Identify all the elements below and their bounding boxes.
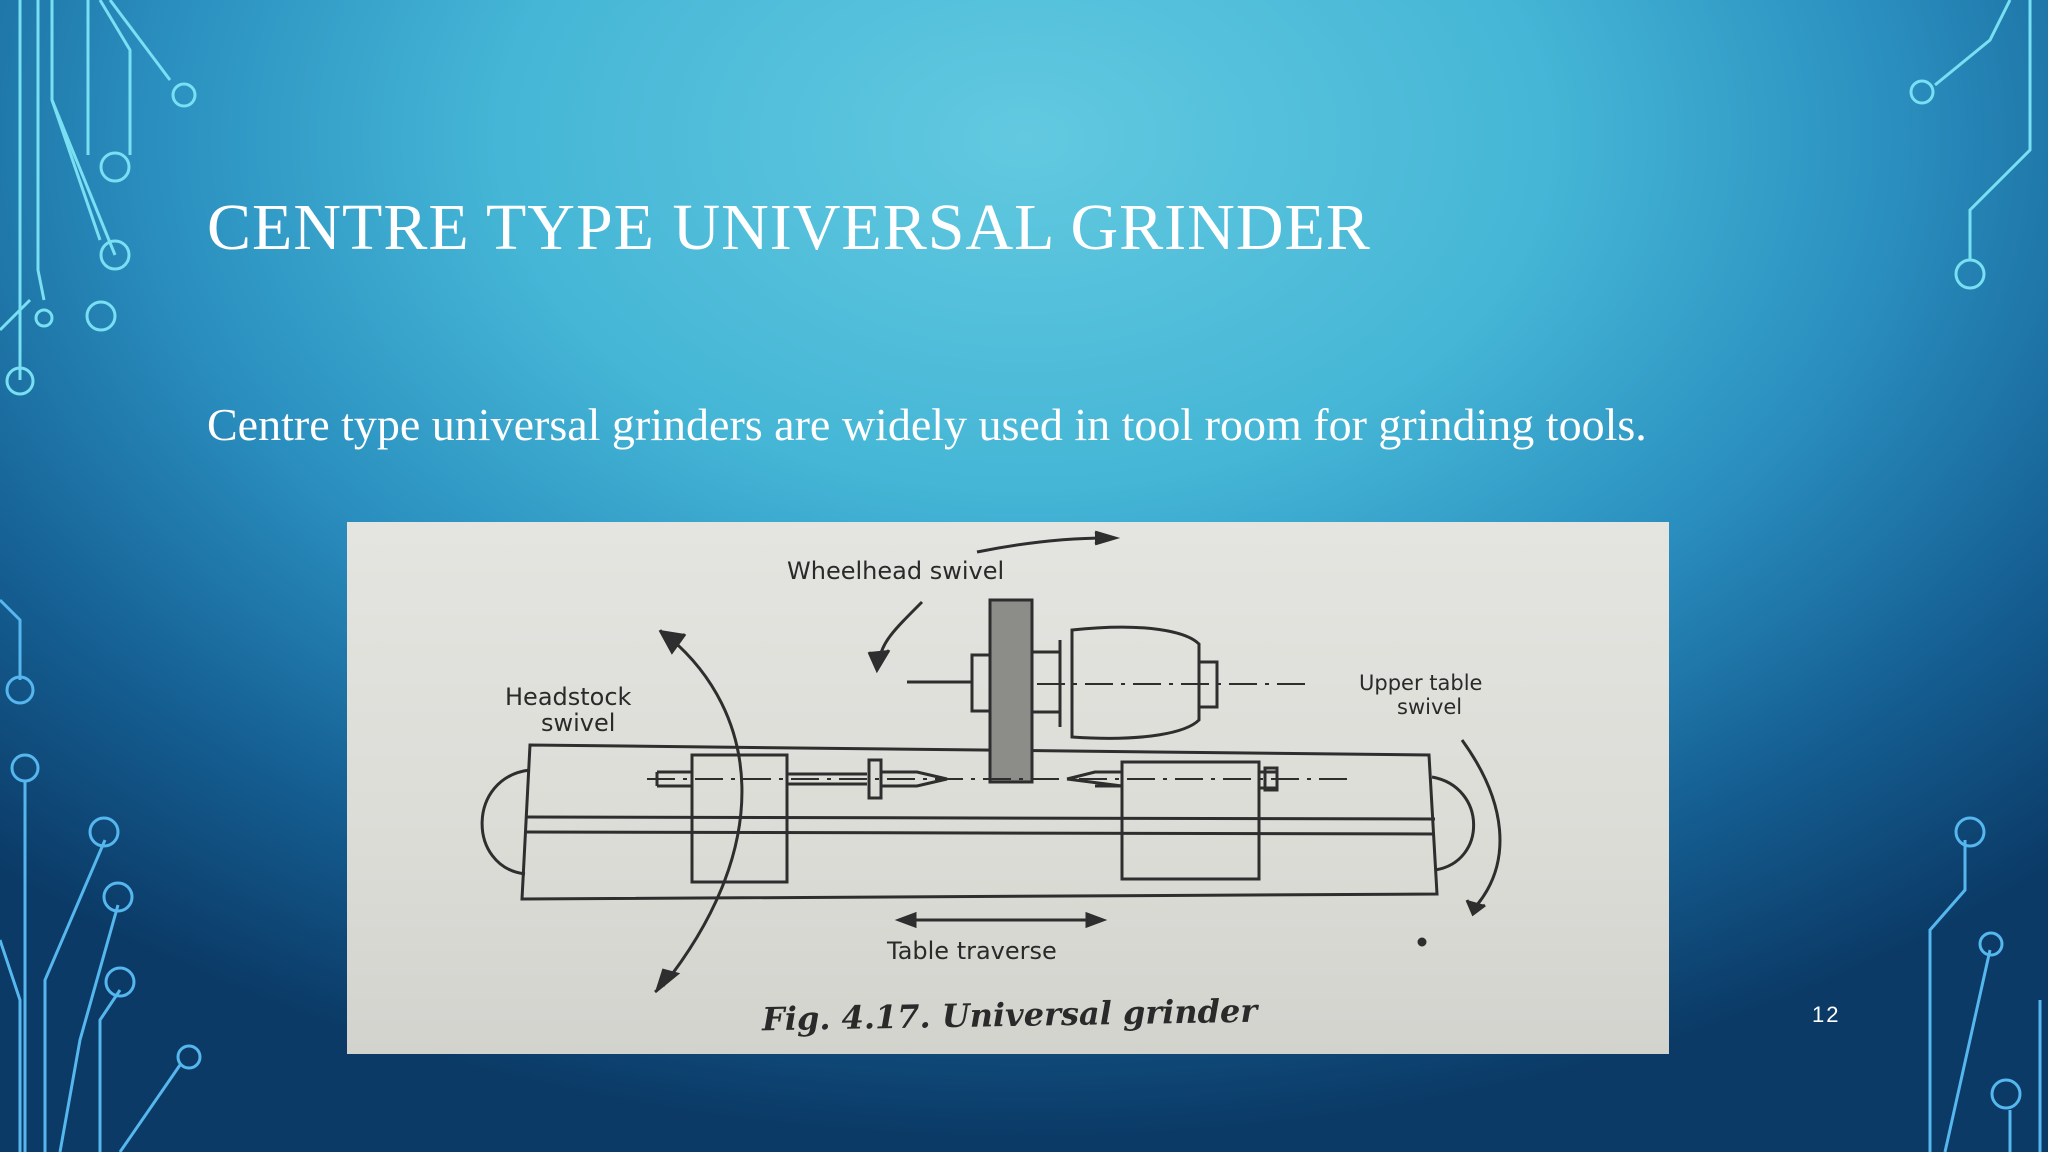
slide-number: 12 (1812, 1002, 1841, 1027)
grinding-wheel (988, 598, 1034, 784)
label-table-traverse: Table traverse (887, 937, 1057, 965)
label-wheelhead-swivel: Wheelhead swivel (787, 557, 1005, 585)
label-headstock-swivel-line2: swivel (541, 709, 616, 737)
label-upper-table-swivel-line2: swivel (1397, 695, 1463, 719)
wheelhead-motor (1070, 625, 1201, 740)
tailstock-block (1120, 760, 1261, 881)
slide-body-text: Centre type universal grinders are widel… (207, 399, 1647, 450)
headstock-block (690, 753, 789, 884)
grinder-drawing (480, 530, 1502, 994)
left-end-cap (480, 768, 531, 876)
label-headstock-swivel-line1: Headstock (505, 683, 632, 711)
label-upper-table-swivel-line1: Upper table (1359, 671, 1483, 695)
right-end-cap (1431, 775, 1476, 872)
slide-title: CENTRE TYPE UNIVERSAL GRINDER (207, 191, 1371, 264)
grinder-figure: Wheelhead swivel Headstock swivel Upper … (347, 522, 1669, 1054)
table-body (520, 743, 1439, 901)
